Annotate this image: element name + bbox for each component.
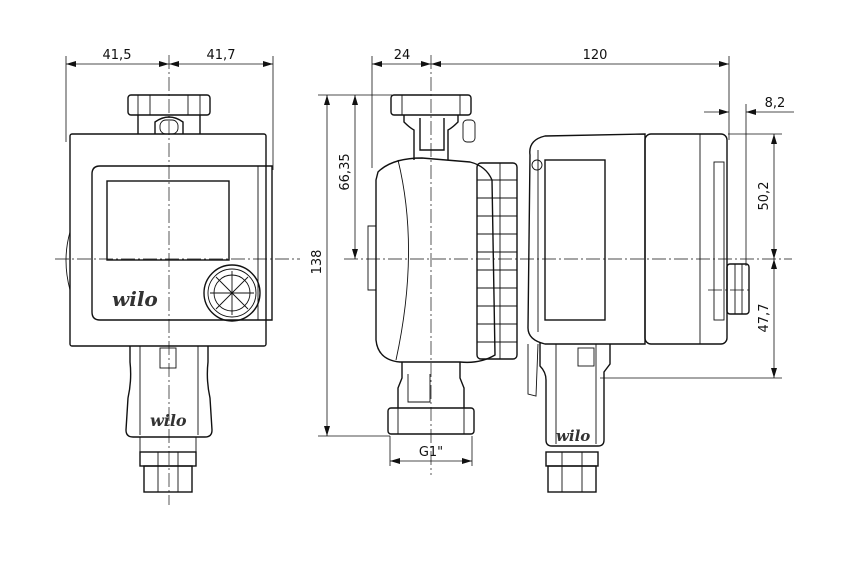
side-display-window: [544, 159, 606, 321]
front-display-panel: [91, 165, 273, 321]
side-cable-gland: [545, 451, 599, 467]
front-housing: [69, 133, 267, 347]
dim-side-length: 120: [583, 48, 608, 63]
side-view: wilo: [344, 55, 792, 493]
side-knob: [726, 263, 750, 315]
dim-thread-size: G1": [419, 445, 443, 460]
front-display-window: [106, 180, 230, 261]
front-panel-logo: wilo: [112, 287, 158, 311]
side-dimensions: 24 120 8,2 50,2 47,7 138 66,35: [310, 48, 794, 466]
front-view: wilo wilo 41,5 41,7: [55, 48, 300, 505]
dim-front-right: 41,7: [207, 48, 236, 63]
dim-overall-height: 138: [310, 250, 325, 275]
dim-upper-height: 50,2: [757, 182, 772, 211]
control-knob: [203, 264, 261, 322]
dim-side-display-depth: 8,2: [765, 96, 786, 111]
dim-height-to-axis: 66,35: [338, 153, 353, 190]
side-terminal-box: [539, 342, 611, 447]
side-ribbed-ring: [476, 162, 518, 360]
front-cable-gland: [139, 451, 197, 467]
side-box-logo: wilo: [556, 427, 590, 445]
side-motor-housing: [527, 133, 646, 345]
front-box-logo: wilo: [150, 411, 187, 430]
side-end-cap: [644, 133, 728, 345]
side-pump-body: [375, 157, 496, 364]
dim-front-left: 41,5: [103, 48, 132, 63]
dim-lower-height: 47,7: [757, 304, 772, 333]
dim-side-inlet: 24: [394, 48, 411, 63]
